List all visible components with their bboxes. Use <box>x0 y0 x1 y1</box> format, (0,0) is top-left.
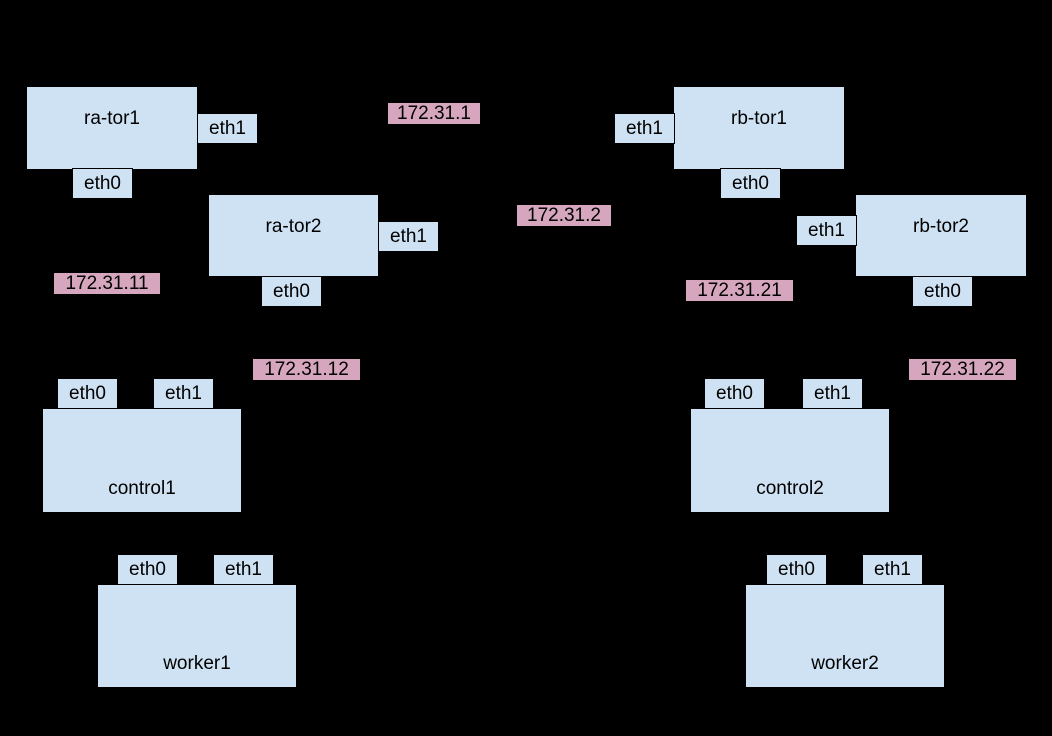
iface-rb-tor2-eth0: eth0 <box>912 276 973 307</box>
node-control2-label: control2 <box>756 478 824 499</box>
iface-worker1-eth0-label: eth0 <box>129 558 166 580</box>
node-ra-tor1-label: ra-tor1 <box>84 108 140 129</box>
iface-ra-tor1-eth1-label: eth1 <box>209 117 246 139</box>
iface-worker2-eth1-label: eth1 <box>874 558 911 580</box>
iface-control1-eth1-label: eth1 <box>165 382 202 404</box>
ip-label-172-31-2: 172.31.2 <box>517 205 611 226</box>
iface-ra-tor1-eth1: eth1 <box>197 113 258 144</box>
iface-control1-eth0: eth0 <box>57 378 118 409</box>
iface-rb-tor1-eth1: eth1 <box>614 113 675 144</box>
node-worker2-label: worker2 <box>811 653 879 674</box>
iface-worker1-eth1: eth1 <box>213 554 274 585</box>
iface-worker2-eth0: eth0 <box>766 554 827 585</box>
iface-rb-tor2-eth1: eth1 <box>796 215 857 246</box>
ip-label-172-31-22: 172.31.22 <box>909 359 1016 380</box>
node-rb-tor1: rb-tor1 <box>673 86 845 170</box>
iface-control1-eth1: eth1 <box>153 378 214 409</box>
node-ra-tor2-label: ra-tor2 <box>265 215 322 237</box>
iface-rb-tor1-eth0: eth0 <box>720 168 781 199</box>
ip-label-172-31-12: 172.31.12 <box>253 359 360 380</box>
node-rb-tor2: rb-tor2 <box>855 194 1027 277</box>
iface-ra-tor1-eth0-label: eth0 <box>84 172 121 194</box>
iface-control1-eth0-label: eth0 <box>69 382 106 404</box>
node-worker1: worker1 <box>97 584 297 688</box>
node-ra-tor2: ra-tor2 <box>208 194 379 277</box>
iface-ra-tor2-eth0: eth0 <box>261 276 322 307</box>
node-rb-tor1-label: rb-tor1 <box>731 108 787 129</box>
iface-rb-tor2-eth1-label: eth1 <box>808 219 845 241</box>
iface-control2-eth1-label: eth1 <box>814 382 851 404</box>
node-ra-tor1: ra-tor1 <box>26 86 198 170</box>
iface-worker2-eth1: eth1 <box>862 554 923 585</box>
iface-control2-eth1: eth1 <box>802 378 863 409</box>
node-control2: control2 <box>690 408 890 513</box>
iface-worker1-eth0: eth0 <box>117 554 178 585</box>
node-control1: control1 <box>42 408 242 513</box>
iface-ra-tor2-eth1-label: eth1 <box>390 225 427 247</box>
ip-label-172-31-1: 172.31.1 <box>388 103 480 124</box>
iface-rb-tor1-eth0-label: eth0 <box>732 172 769 194</box>
node-control1-label: control1 <box>108 478 176 499</box>
iface-worker2-eth0-label: eth0 <box>778 558 815 580</box>
iface-rb-tor2-eth0-label: eth0 <box>924 280 961 302</box>
iface-worker1-eth1-label: eth1 <box>225 558 262 580</box>
node-worker1-label: worker1 <box>163 653 231 674</box>
iface-control2-eth0: eth0 <box>704 378 765 409</box>
node-worker2: worker2 <box>745 584 945 688</box>
ip-label-172-31-11: 172.31.11 <box>54 273 160 294</box>
ip-label-172-31-21: 172.31.21 <box>686 280 793 301</box>
iface-ra-tor1-eth0: eth0 <box>72 168 133 199</box>
iface-ra-tor2-eth1: eth1 <box>378 221 439 252</box>
iface-rb-tor1-eth1-label: eth1 <box>626 117 663 139</box>
node-rb-tor2-label: rb-tor2 <box>913 215 969 237</box>
iface-ra-tor2-eth0-label: eth0 <box>273 280 310 302</box>
iface-control2-eth0-label: eth0 <box>716 382 753 404</box>
